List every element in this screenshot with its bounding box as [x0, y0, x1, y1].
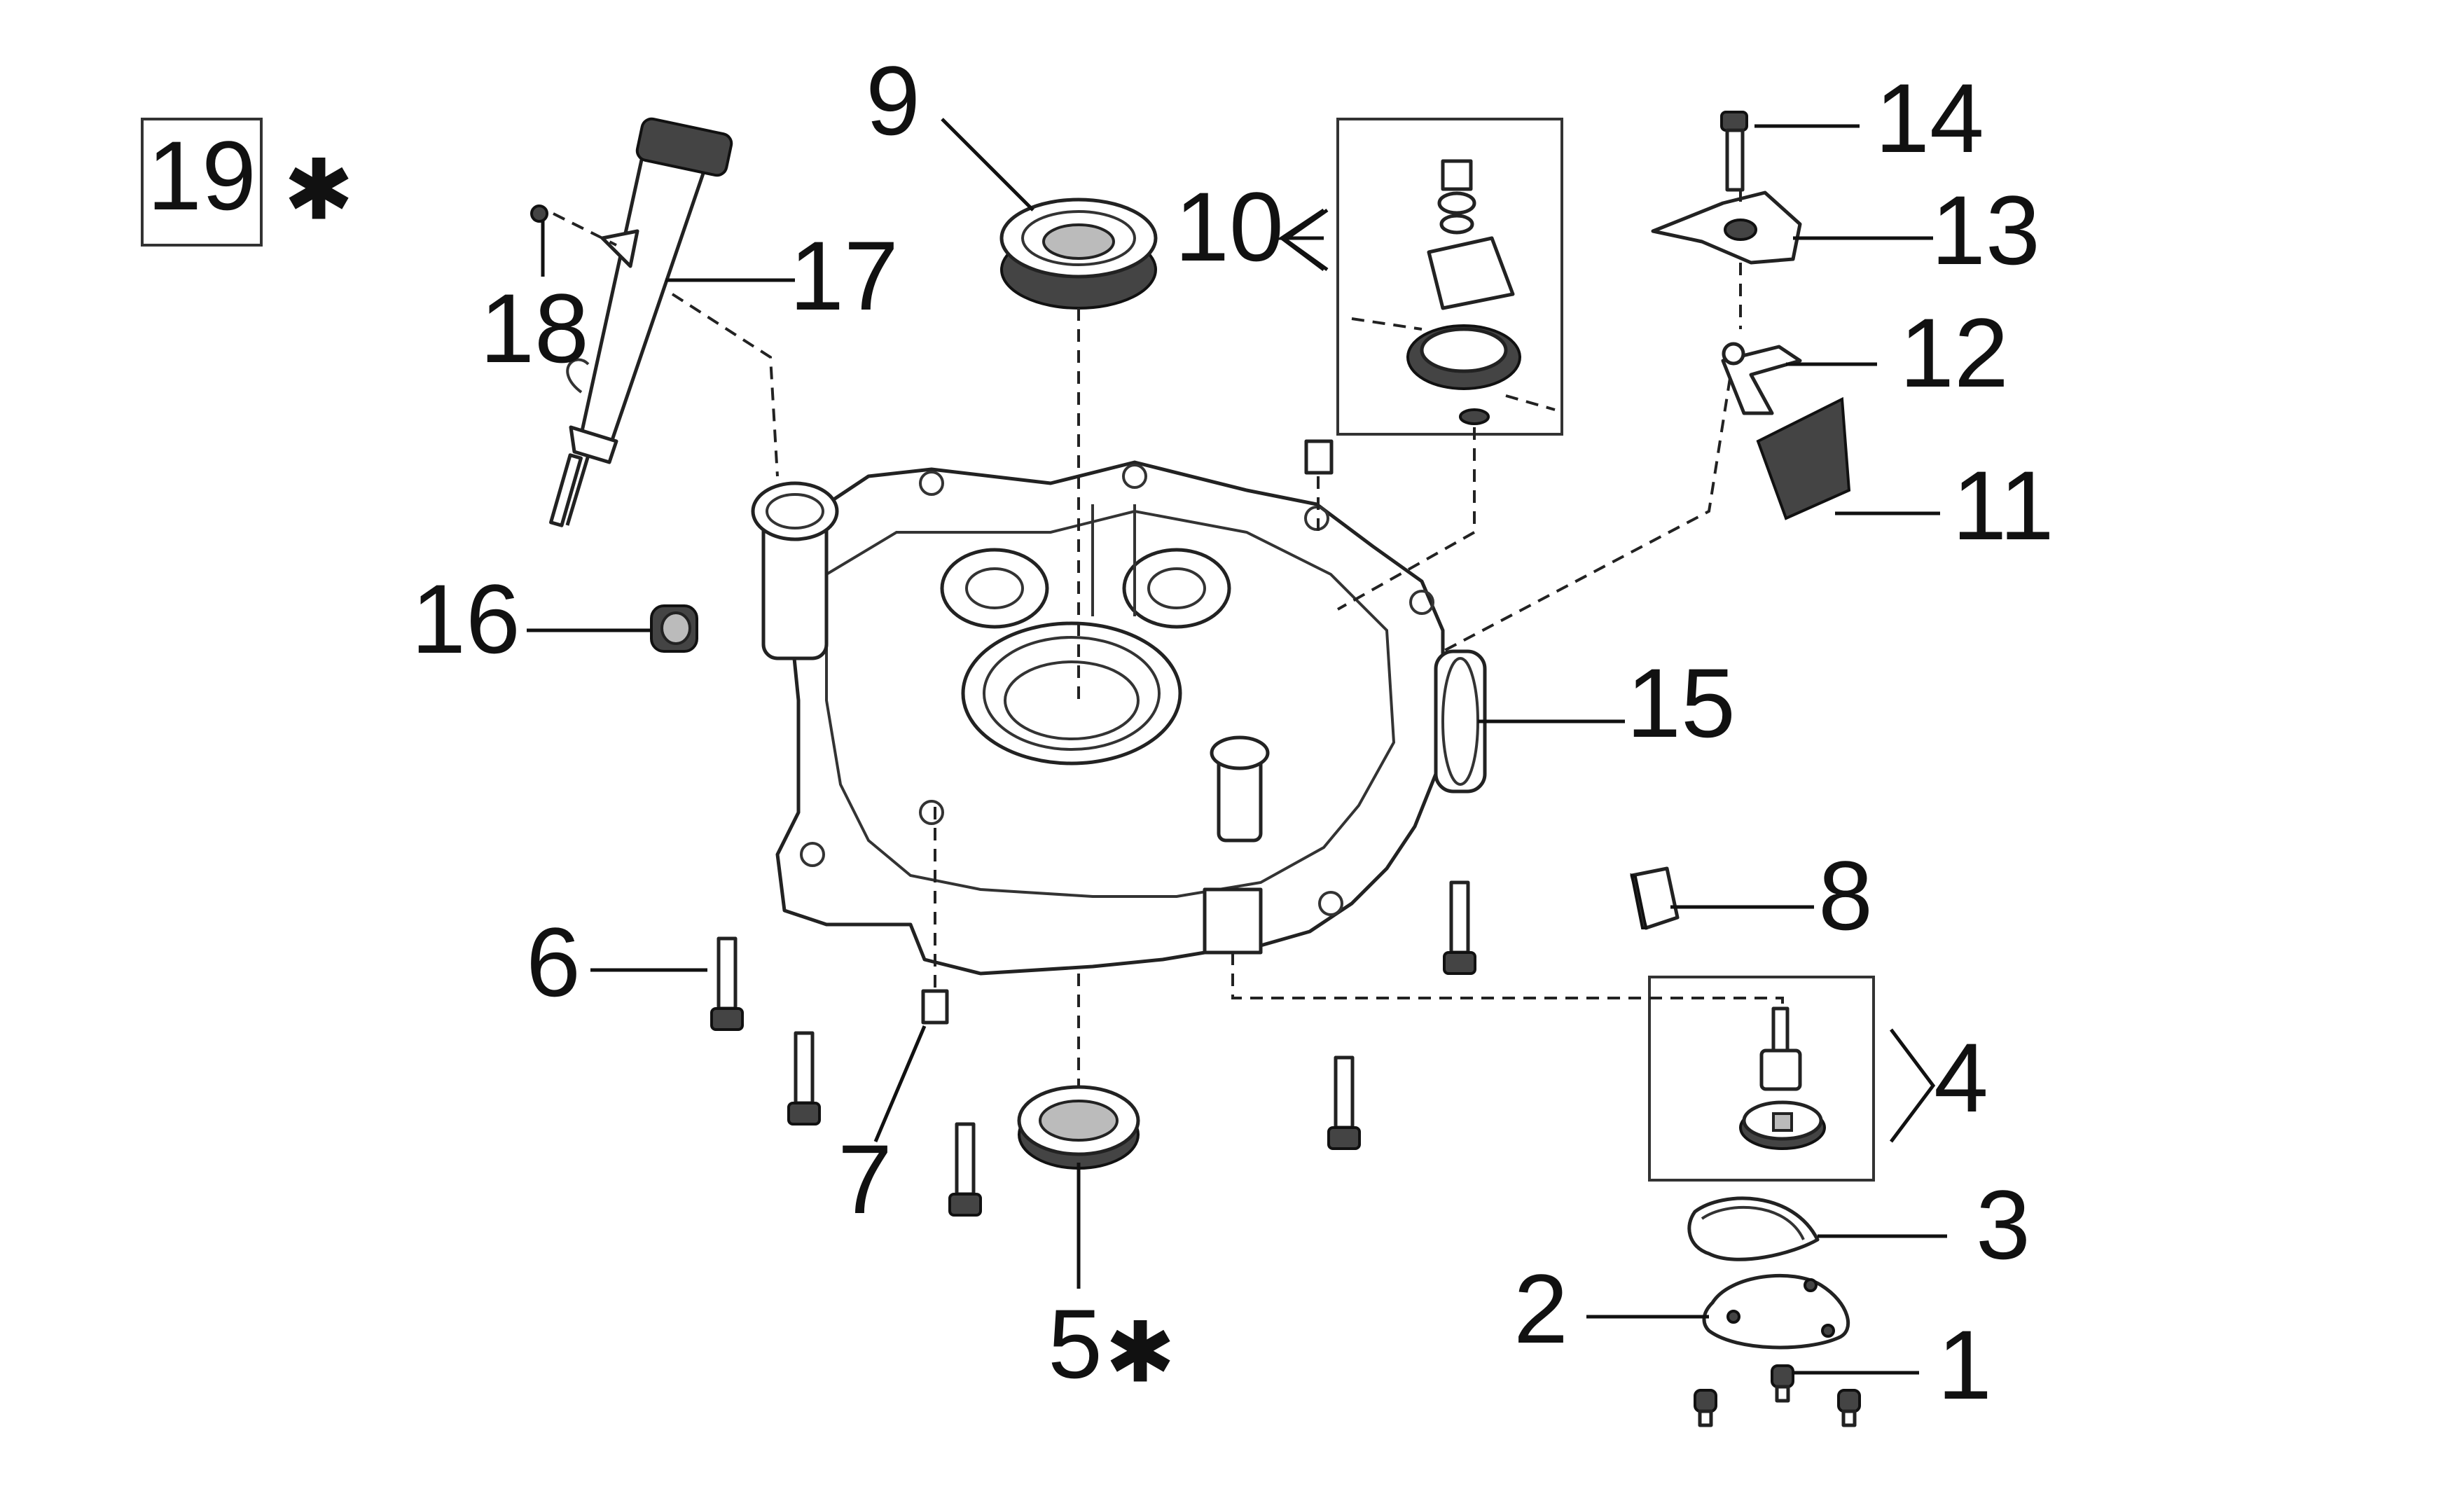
callout-18: 18	[480, 273, 589, 383]
dowel-pin-upper	[1304, 439, 1334, 475]
part-9-bearing	[999, 198, 1158, 310]
part-18-screw	[530, 205, 548, 277]
part-6-bolts	[710, 880, 1476, 1217]
callout-14: 14	[1875, 63, 1984, 173]
callout-9: 9	[866, 46, 920, 155]
part-5-oil-seal	[1017, 1085, 1140, 1170]
part-2-cover-plate	[1702, 1273, 1850, 1350]
part-7-dowel-pin	[921, 989, 949, 1025]
part-11-pad	[1756, 396, 1851, 520]
part-3-gasket	[1687, 1196, 1820, 1261]
part-12-lever	[1721, 342, 1802, 415]
part-8-key	[1630, 866, 1680, 930]
callout-15: 15	[1626, 648, 1736, 758]
asterisk-mark-5: ✱	[1105, 1305, 1176, 1402]
part-4-oil-sensor	[1739, 1006, 1826, 1150]
callout-2: 2	[1514, 1254, 1568, 1364]
part-13-plate	[1651, 191, 1802, 265]
part-4-oil-sensor-frame	[1648, 976, 1875, 1182]
callout-8: 8	[1818, 840, 1873, 950]
callout-10: 10	[1175, 172, 1284, 282]
callout-1: 1	[1937, 1310, 1992, 1420]
callout-13: 13	[1931, 175, 2040, 285]
callout-6: 6	[526, 907, 581, 1017]
asterisk-mark: ✱	[284, 142, 354, 240]
part-14-bolt	[1720, 111, 1748, 192]
callout-19: 19	[147, 120, 256, 230]
callout-11: 11	[1952, 450, 2054, 560]
part-10-governor-assembly	[1351, 159, 1556, 425]
crankcase-cover	[751, 460, 1487, 976]
callout-12: 12	[1899, 298, 2009, 408]
part-16-plug	[650, 604, 698, 653]
callout-7: 7	[838, 1124, 892, 1234]
part-10-governor-frame	[1336, 118, 1563, 436]
part-17-oil-filler-tube	[549, 117, 733, 527]
callout-3: 3	[1976, 1170, 2030, 1280]
callout-17: 17	[789, 221, 899, 331]
callout-5: 5	[1048, 1289, 1102, 1399]
callout-19-box	[141, 118, 263, 247]
callout-16: 16	[411, 564, 520, 674]
callout-4: 4	[1934, 1023, 1988, 1133]
part-1-screws	[1694, 1364, 1861, 1427]
